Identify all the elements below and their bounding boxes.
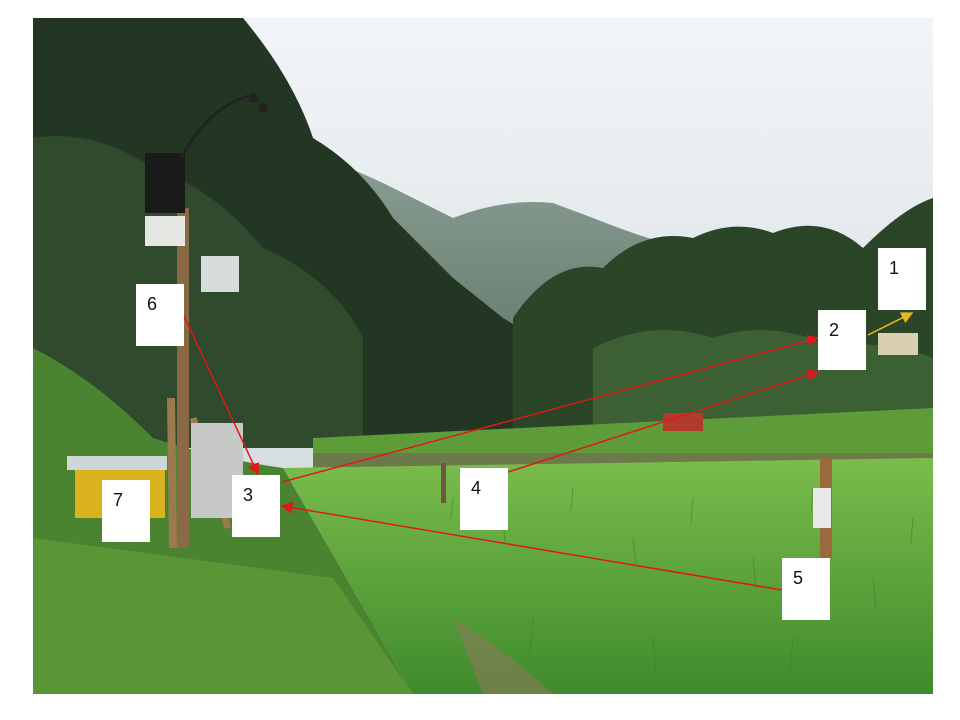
callout-7: 7	[102, 480, 150, 542]
rain-gauge	[201, 256, 239, 292]
hut	[878, 333, 918, 355]
sensor-stake	[441, 463, 446, 503]
callout-2: 2	[818, 310, 866, 370]
anemometer-cup	[248, 93, 258, 103]
callout-1: 1	[878, 248, 926, 310]
forest-left-front	[33, 136, 363, 448]
callout-6: 6	[136, 284, 184, 346]
anemometer-cup-2	[258, 103, 268, 113]
field-equipment	[663, 413, 703, 431]
callout-5: 5	[782, 558, 830, 620]
crate-lid	[67, 456, 167, 470]
station-pole	[177, 208, 189, 548]
callout-3: 3	[232, 475, 280, 537]
sensor-housing	[145, 153, 185, 213]
sensor-tag	[813, 488, 831, 528]
anemometer-arm	[179, 94, 249, 159]
mud-path	[453, 618, 553, 694]
callout-4: 4	[460, 468, 508, 530]
support-post	[167, 397, 177, 549]
radiation-shield	[145, 216, 185, 246]
